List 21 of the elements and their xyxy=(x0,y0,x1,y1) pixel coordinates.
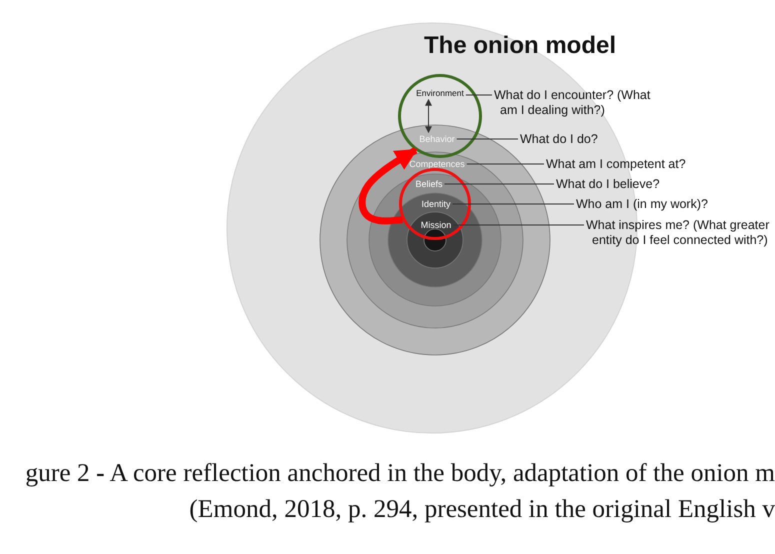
highlight-ring xyxy=(399,168,471,240)
highlight-ring xyxy=(398,74,482,158)
curved-arrow xyxy=(358,147,418,224)
layer-label: Behavior xyxy=(419,134,455,144)
double-arrow xyxy=(425,98,432,134)
figure-caption: gure 2 - A core reflection anchored in the body, adaptation of the onion m (Emond, 2018, p. 294, presented in the original English v xyxy=(24,457,775,525)
leader-line xyxy=(456,138,518,140)
question-text: What do I encounter? (What am I dealing with?) xyxy=(494,88,664,118)
question-text: What inspires me? (What greater entity do I feel connected with?) xyxy=(586,218,772,248)
question-text: Who am I (in my work)? xyxy=(576,196,775,212)
layer-label: Identity xyxy=(421,198,451,210)
layer-label: Environment xyxy=(416,88,464,98)
question-text: What do I believe? xyxy=(556,176,756,192)
leader-line xyxy=(452,224,584,226)
leader-line xyxy=(465,94,492,96)
layer-label: Beliefs xyxy=(415,178,442,190)
diagram-title: The onion model xyxy=(423,32,617,60)
question-text: What do I do? xyxy=(520,132,720,146)
layer-label: Mission xyxy=(420,220,452,230)
layer-label: Competences xyxy=(409,158,465,170)
question-text: What am I competent at? xyxy=(546,156,746,172)
